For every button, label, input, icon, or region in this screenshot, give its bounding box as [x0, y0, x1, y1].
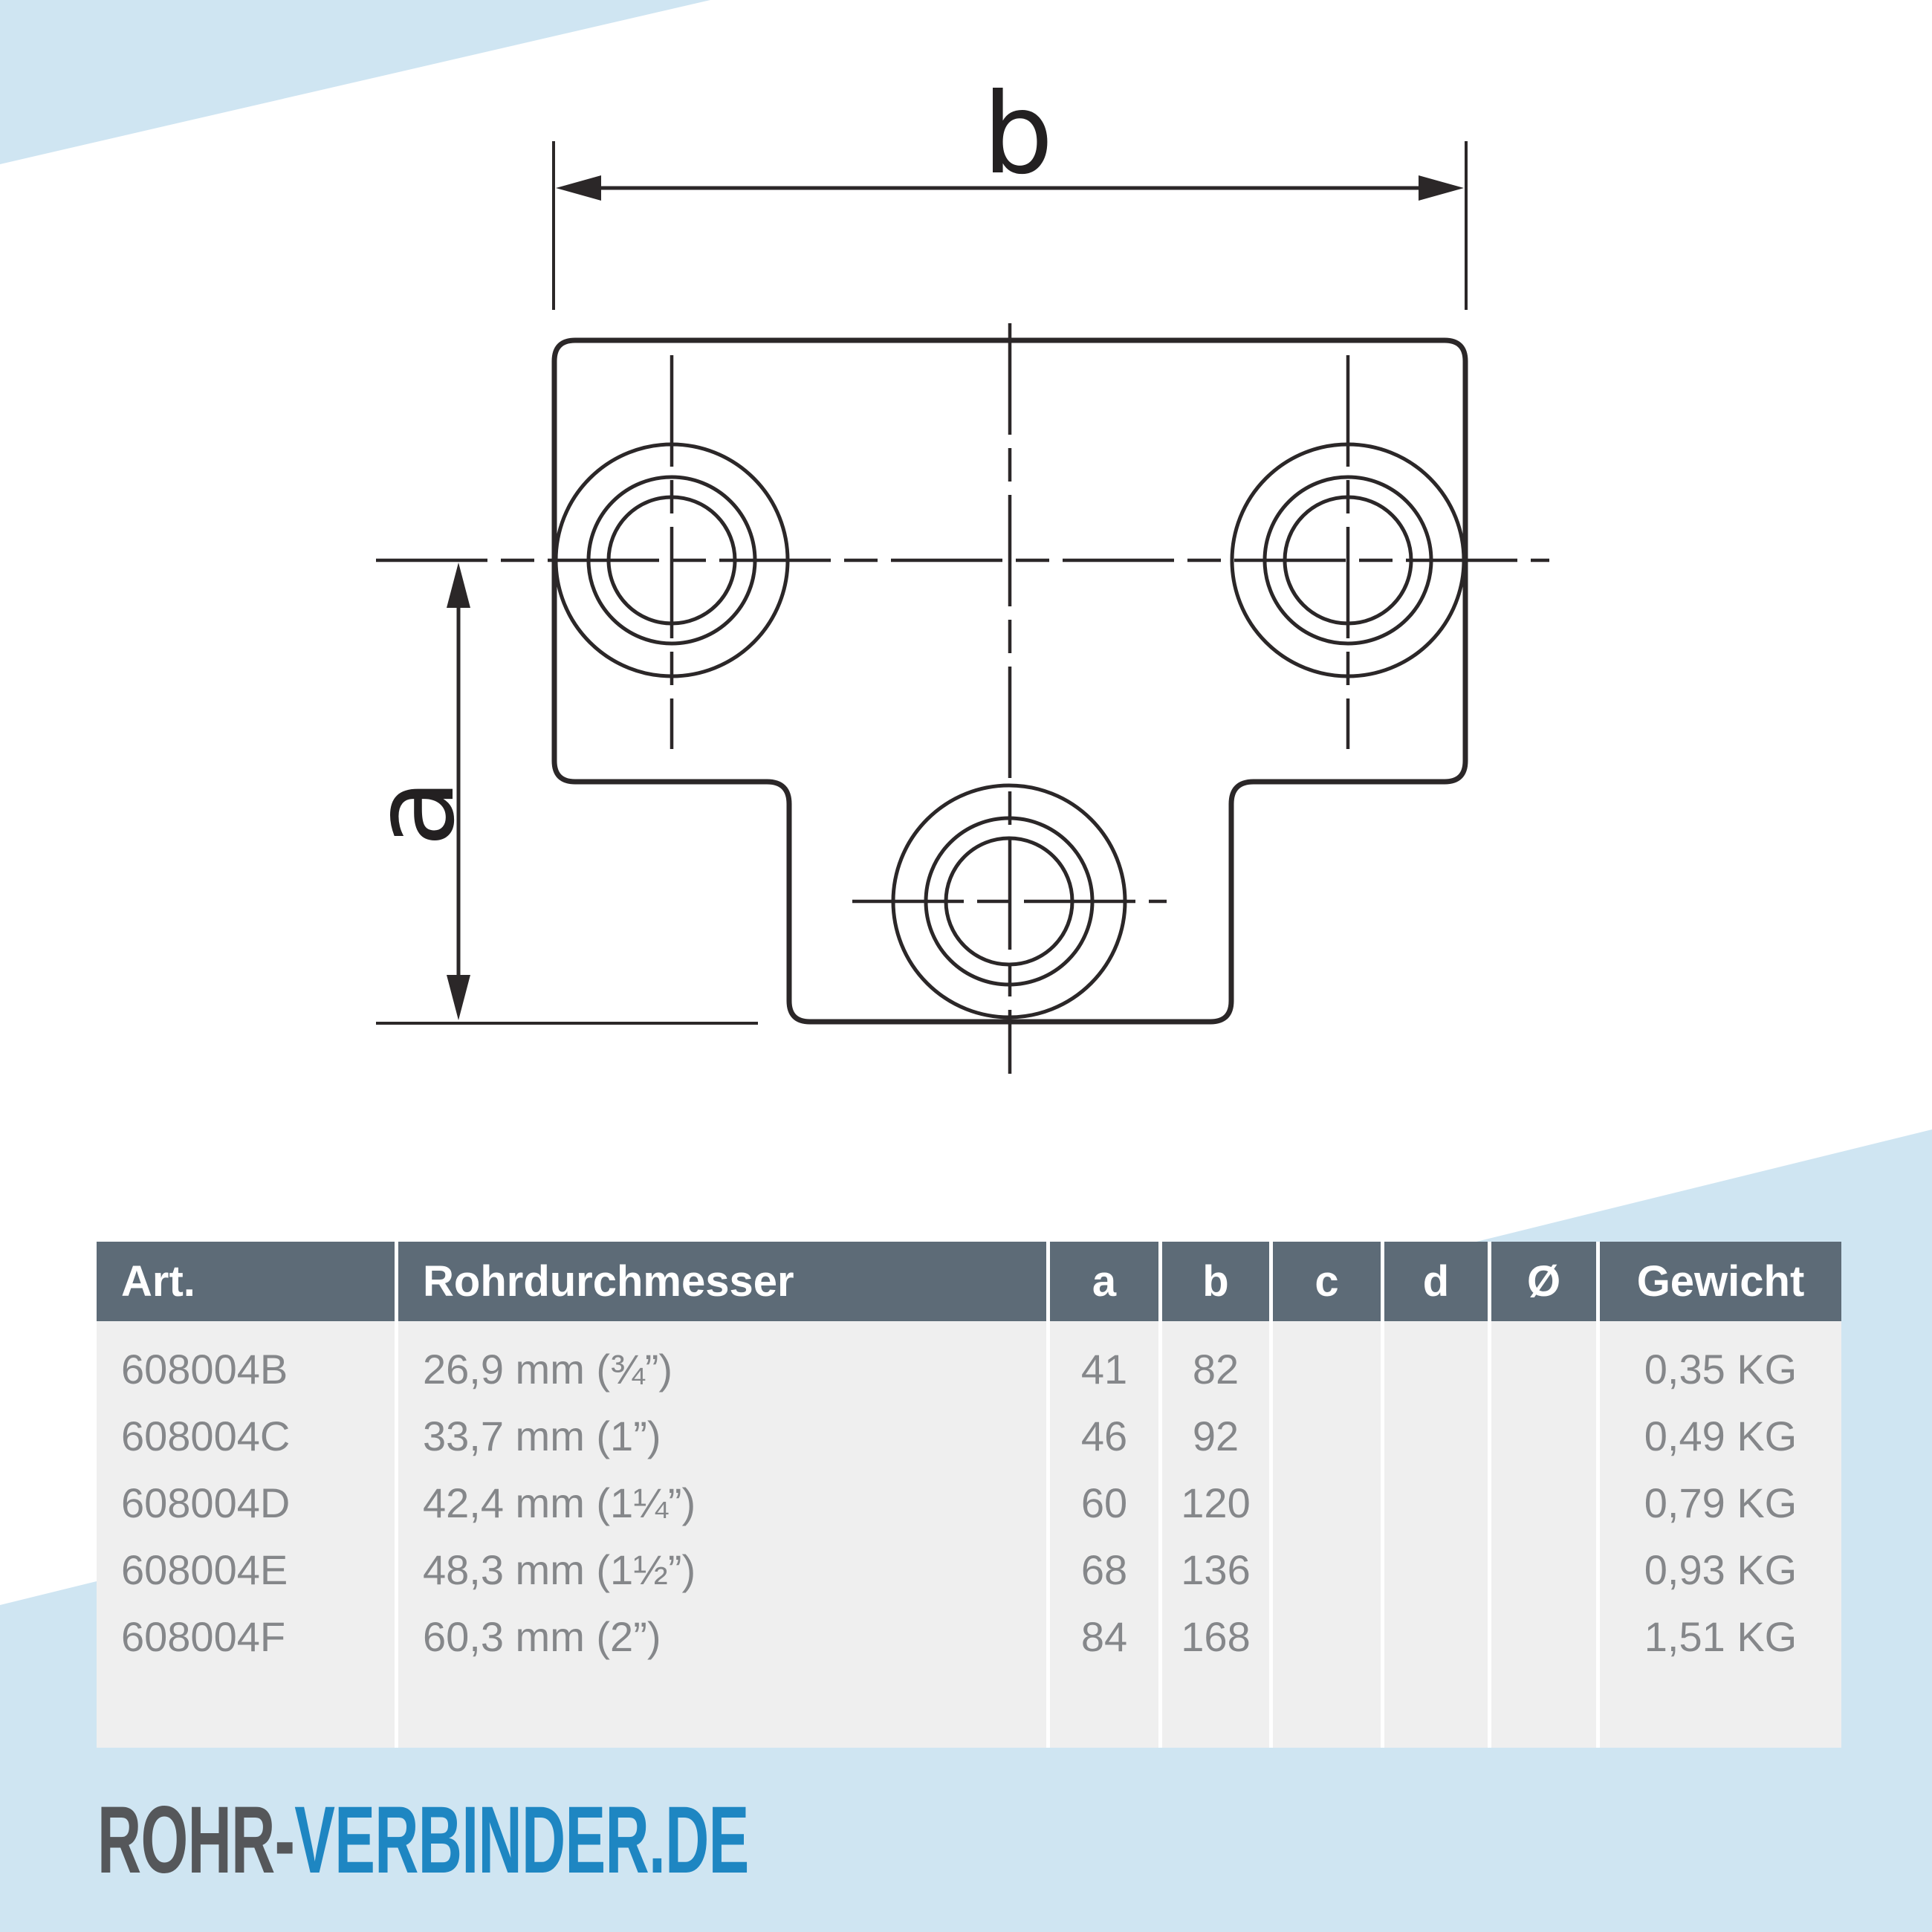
table-header-b: b: [1162, 1242, 1269, 1321]
table-column-weight: Gewicht 0,35 KG 0,49 KG 0,79 KG 0,93 KG …: [1596, 1242, 1841, 1748]
table-column-b-cells: 82 92 120 136 168: [1162, 1321, 1269, 1748]
table-column-weight-cells: 0,35 KG 0,49 KG 0,79 KG 0,93 KG 1,51 KG: [1600, 1321, 1841, 1748]
table-cell: 68: [1080, 1546, 1128, 1593]
table-cell: 608004D: [121, 1479, 291, 1526]
table-header-c: c: [1273, 1242, 1381, 1321]
table-cell: [1384, 1536, 1488, 1603]
dim-b-arrow-right: [1419, 175, 1464, 201]
table-cell: 82: [1192, 1345, 1239, 1393]
table-cell: [1491, 1335, 1596, 1402]
table-cell: 48,3 mm (1½”): [423, 1546, 696, 1593]
table-cell: 608004E: [121, 1546, 288, 1593]
table-cell: 46: [1080, 1412, 1128, 1459]
table-cell: [1273, 1536, 1381, 1603]
table-header-art: Art.: [97, 1242, 395, 1321]
table-column-d-cells: [1384, 1321, 1488, 1748]
table-cell: 120: [1181, 1479, 1251, 1526]
table-header-diameter: Rohrdurchmesser: [398, 1242, 1046, 1321]
table-cell: 0,35 KG: [1644, 1345, 1798, 1393]
table-column-c: c: [1269, 1242, 1381, 1748]
table-column-d: d: [1381, 1242, 1488, 1748]
table-column-a: a 41 46 60 68 84: [1046, 1242, 1158, 1748]
table-cell: 84: [1080, 1612, 1128, 1660]
table-column-diameter-symbol-cells: [1491, 1321, 1596, 1748]
table-cell: [1384, 1603, 1488, 1670]
table-cell: [1491, 1603, 1596, 1670]
table-cell: 60: [1080, 1479, 1128, 1526]
table-header-d: d: [1384, 1242, 1488, 1321]
table-column-diameter-cells: 26,9 mm (¾”) 33,7 mm (1”) 42,4 mm (1¼”) …: [398, 1321, 1046, 1748]
part-outline: [551, 337, 1468, 1025]
dim-b-arrow-left: [556, 175, 601, 201]
table-cell: 0,79 KG: [1644, 1479, 1798, 1526]
table-cell: [1384, 1335, 1488, 1402]
dimensions-table: Art. 608004B 608004C 608004D 608004E 608…: [97, 1242, 1841, 1748]
table-cell: 41: [1080, 1345, 1128, 1393]
table-header-a: a: [1050, 1242, 1158, 1321]
table-cell: [1491, 1402, 1596, 1469]
table-column-c-cells: [1273, 1321, 1381, 1748]
table-cell: 60,3 mm (2”): [423, 1612, 661, 1660]
table-header-weight: Gewicht: [1600, 1242, 1841, 1321]
table-cell: [1384, 1469, 1488, 1536]
dim-a-label: a: [350, 779, 479, 847]
table-column-diameter-symbol: Ø: [1488, 1242, 1596, 1748]
dim-b-label: b: [982, 70, 1053, 199]
table-cell: 168: [1181, 1612, 1251, 1660]
dim-a-arrow-bottom: [447, 975, 470, 1020]
technical-drawing: b a: [350, 70, 1549, 1074]
table-column-diameter: Rohrdurchmesser 26,9 mm (¾”) 33,7 mm (1”…: [395, 1242, 1046, 1748]
table-cell: 0,49 KG: [1644, 1412, 1798, 1459]
table-column-art-cells: 608004B 608004C 608004D 608004E 608004F: [97, 1321, 395, 1748]
table-cell: [1273, 1402, 1381, 1469]
table-cell: [1491, 1536, 1596, 1603]
table-cell: [1273, 1469, 1381, 1536]
site-logo-suffix: VERBINDER.DE: [294, 1787, 749, 1893]
site-logo-prefix: ROHR-: [97, 1787, 295, 1893]
table-cell: 33,7 mm (1”): [423, 1412, 661, 1459]
table-cell: [1491, 1469, 1596, 1536]
site-logo: ROHR-VERBINDER.DE: [97, 1793, 749, 1888]
table-cell: [1273, 1603, 1381, 1670]
table-cell: [1273, 1335, 1381, 1402]
dim-a-arrow-top: [447, 563, 470, 608]
table-column-b: b 82 92 120 136 168: [1158, 1242, 1269, 1748]
table-column-a-cells: 41 46 60 68 84: [1050, 1321, 1158, 1748]
table-cell: 608004C: [121, 1412, 291, 1459]
table-cell: 0,93 KG: [1644, 1546, 1798, 1593]
table-column-art: Art. 608004B 608004C 608004D 608004E 608…: [97, 1242, 395, 1748]
table-cell: 1,51 KG: [1644, 1612, 1798, 1660]
table-cell: 92: [1192, 1412, 1239, 1459]
table-cell: 26,9 mm (¾”): [423, 1345, 673, 1393]
table-header-diameter-symbol: Ø: [1491, 1242, 1596, 1321]
table-cell: 42,4 mm (1¼”): [423, 1479, 696, 1526]
table-cell: [1384, 1402, 1488, 1469]
table-cell: 136: [1181, 1546, 1251, 1593]
table-cell: 608004F: [121, 1612, 286, 1660]
table-cell: 608004B: [121, 1345, 288, 1393]
